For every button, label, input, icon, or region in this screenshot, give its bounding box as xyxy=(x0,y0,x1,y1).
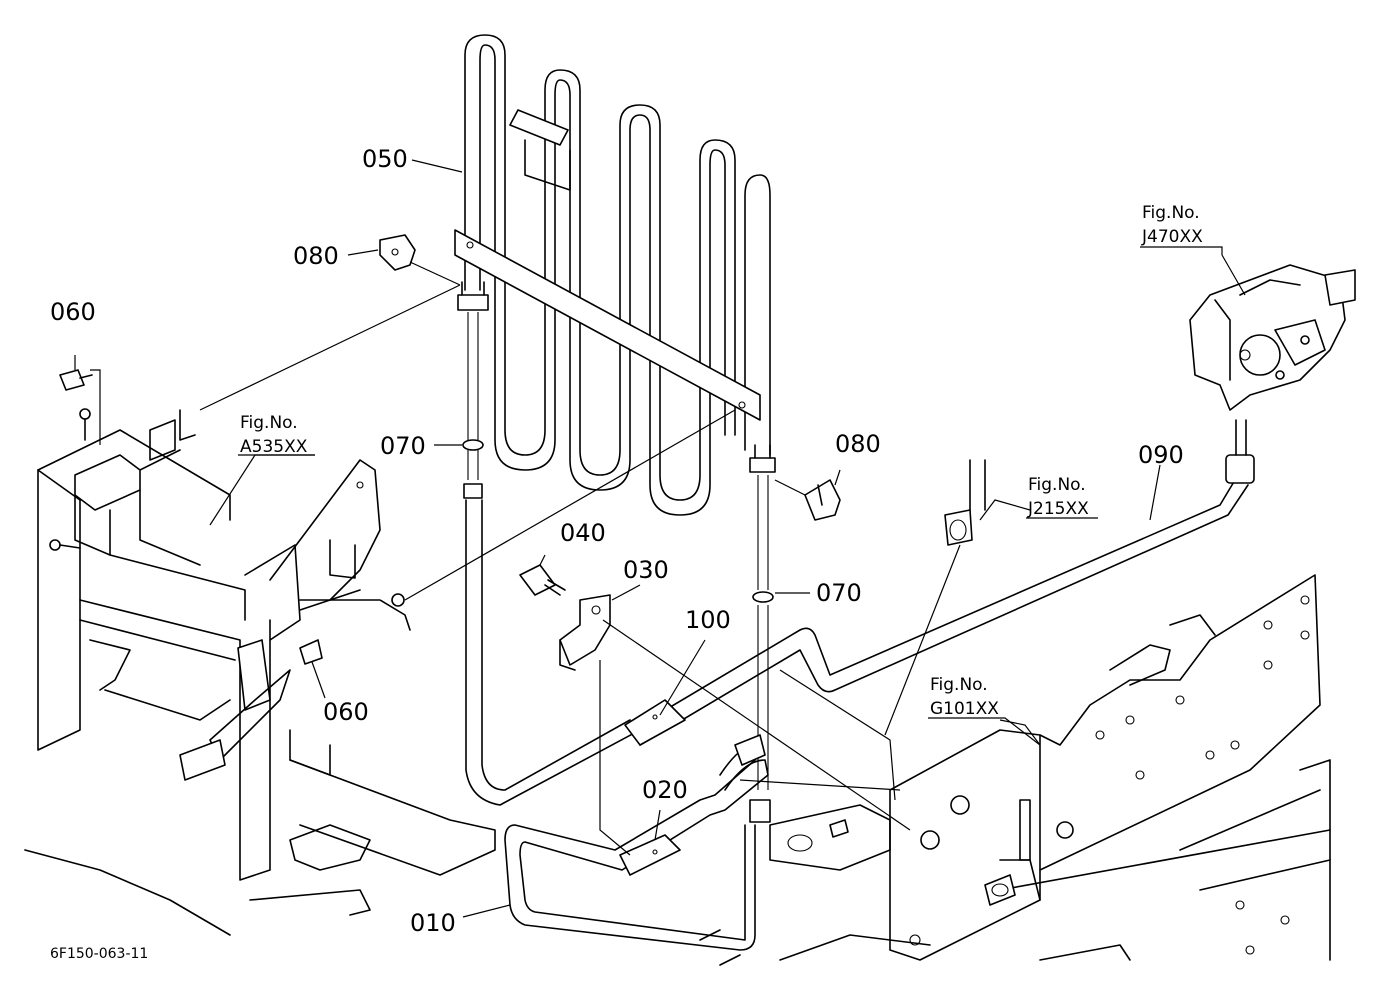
fig-ref-j470-code: J470XX xyxy=(1141,227,1203,247)
lower-chassis-plate xyxy=(699,804,931,966)
label-030: 030 xyxy=(623,556,669,584)
label-070-left: 070 xyxy=(380,432,426,460)
pipe-010 xyxy=(504,734,771,951)
valve-j470 xyxy=(1189,264,1356,411)
label-100: 100 xyxy=(685,606,731,634)
figure-references: Fig.No. A535XX Fig.No. J470XX Fig.No. J2… xyxy=(238,203,1223,746)
side-bracket-plate xyxy=(269,459,411,631)
tube-j215 xyxy=(944,459,986,546)
leader-lines xyxy=(74,159,1246,918)
fig-ref-a535-code: A535XX xyxy=(240,437,308,457)
fig-ref-j470-prefix: Fig.No. xyxy=(1142,203,1200,223)
part-labels: 050 080 060 070 080 090 040 030 070 100 … xyxy=(50,145,1184,937)
label-070-right: 070 xyxy=(816,579,862,607)
vertical-pipes xyxy=(462,312,774,806)
label-060-mid: 060 xyxy=(323,698,369,726)
label-080-right: 080 xyxy=(835,430,881,458)
fig-ref-j215-code: J215XX xyxy=(1027,499,1089,519)
bolt-060-top xyxy=(59,369,93,391)
label-010: 010 xyxy=(410,909,456,937)
fig-ref-a535-prefix: Fig.No. xyxy=(240,413,298,433)
fig-ref-g101-code: G101XX xyxy=(930,699,999,719)
pipe-090 xyxy=(639,419,1255,746)
fig-ref-j215-prefix: Fig.No. xyxy=(1028,475,1086,495)
label-020: 020 xyxy=(642,776,688,804)
left-frame-assembly xyxy=(24,408,496,936)
label-040: 040 xyxy=(560,519,606,547)
clip-080-right xyxy=(804,479,841,521)
sleeve-100 xyxy=(624,699,686,746)
coil-050 xyxy=(454,34,776,516)
chassis-g101 xyxy=(889,574,1331,961)
label-050: 050 xyxy=(362,145,408,173)
fitting-040 xyxy=(519,564,566,596)
bolt-060-mid xyxy=(299,639,323,665)
label-080-left: 080 xyxy=(293,242,339,270)
clamp-030 xyxy=(559,594,611,671)
drawing-code: 6F150-063-11 xyxy=(50,946,148,962)
label-060-top: 060 xyxy=(50,298,96,326)
label-090: 090 xyxy=(1138,441,1184,469)
fig-ref-g101-prefix: Fig.No. xyxy=(930,675,988,695)
clip-080-left xyxy=(379,234,416,271)
